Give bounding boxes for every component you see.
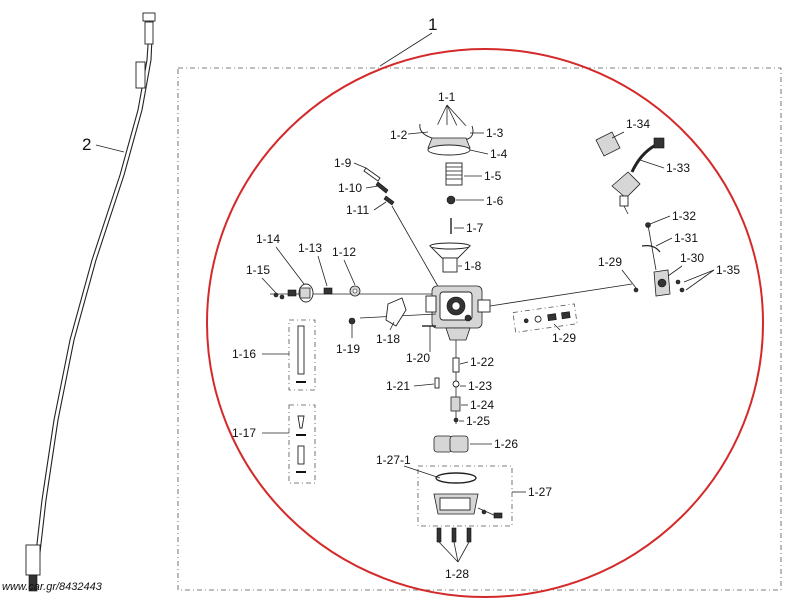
throttle-cable [25,12,156,592]
part-label-1-11: 1-11 [346,203,369,217]
bowl-screws [436,527,472,563]
part-label-1-34: 1-33 [666,161,690,175]
rod-box [288,319,316,391]
part-label-1-27-1: 1-27-1 [376,453,411,467]
jet-box [288,404,316,484]
part-label-1-7: 1-7 [466,221,484,235]
part-label-1-1: 1-1 [438,90,456,104]
carburetor-body [425,285,491,341]
part-label-1-9: 1-9 [334,156,352,170]
assembly-frame [177,67,782,591]
part-label-1-33: 1-32 [672,209,696,223]
part-label-1-5: 1-5 [484,169,502,183]
highlight-circle [206,48,764,598]
part-label-1-22: 1-22 [470,355,494,369]
diaphragm-slide [428,242,472,273]
oring-1-25 [453,417,459,423]
part-label-1-3: 1-3 [486,126,504,140]
washer-1-23 [452,380,460,388]
part-label-1-32: 1-31 [674,231,698,245]
part-label-1-4: 1-4 [490,147,508,161]
bowl-gasket [435,472,477,484]
part-label-1-23: 1-23 [468,379,492,393]
linkage-plate [385,297,407,327]
part-label-1-26: 1-26 [494,437,518,451]
part-label-1-35: 1-34 [626,117,650,131]
part-label-1-2: 1-2 [390,128,408,142]
part-label-1-36: 1-35 [716,263,740,277]
float-bowl-box [417,465,513,527]
top-cap-assembly [419,104,474,156]
cable-number: 2 [82,135,91,154]
part-label-1-17: 1-17 [232,426,256,440]
part-label-1-14: 1-14 [256,232,280,246]
part-label-1-21: 1-21 [386,379,410,393]
watermark: www.car.gr/8432443 [2,581,103,593]
part-label-1-15: 1-15 [246,263,270,277]
part-label-1-25: 1-25 [466,414,490,428]
part-label-1-6: 1-6 [486,194,504,208]
part-label-1-29: 1-29 [552,331,576,345]
rod [297,325,305,375]
part-label-1-10: 1-10 [338,181,362,195]
part-label-1-12: 1-12 [332,245,356,259]
float [433,435,469,453]
part-label-1-31: 1-30 [680,251,704,265]
idle-screw-set [363,167,441,291]
spring [445,162,463,186]
jet-1-21 [434,377,440,389]
jet-1-24 [450,396,461,412]
part-label-1-24: 1-24 [470,398,494,412]
part-label-1-20: 1-20 [406,351,430,365]
jet-1-22 [452,357,460,373]
screw-1-19 [348,317,356,325]
fitting-box [512,303,578,333]
part-label-1-18: 1-18 [376,332,400,346]
part-label-1-13: 1-13 [298,241,322,255]
part-label-1-28: 1-28 [445,567,469,581]
clip-1-32 [641,245,661,253]
part-label-1-19: 1-19 [336,342,360,356]
left-fittings [273,283,361,303]
choke-plunger [611,137,665,215]
choke-cap [595,131,621,157]
part-label-1-16: 1-16 [232,347,256,361]
part-label-1-27: 1-27 [528,485,552,499]
part-label-1-30: 1-29 [598,255,622,269]
assembly-number: 1 [428,15,437,34]
part-label-1-8: 1-8 [464,259,482,273]
choke-assembly [633,269,685,297]
retainer [446,195,456,205]
